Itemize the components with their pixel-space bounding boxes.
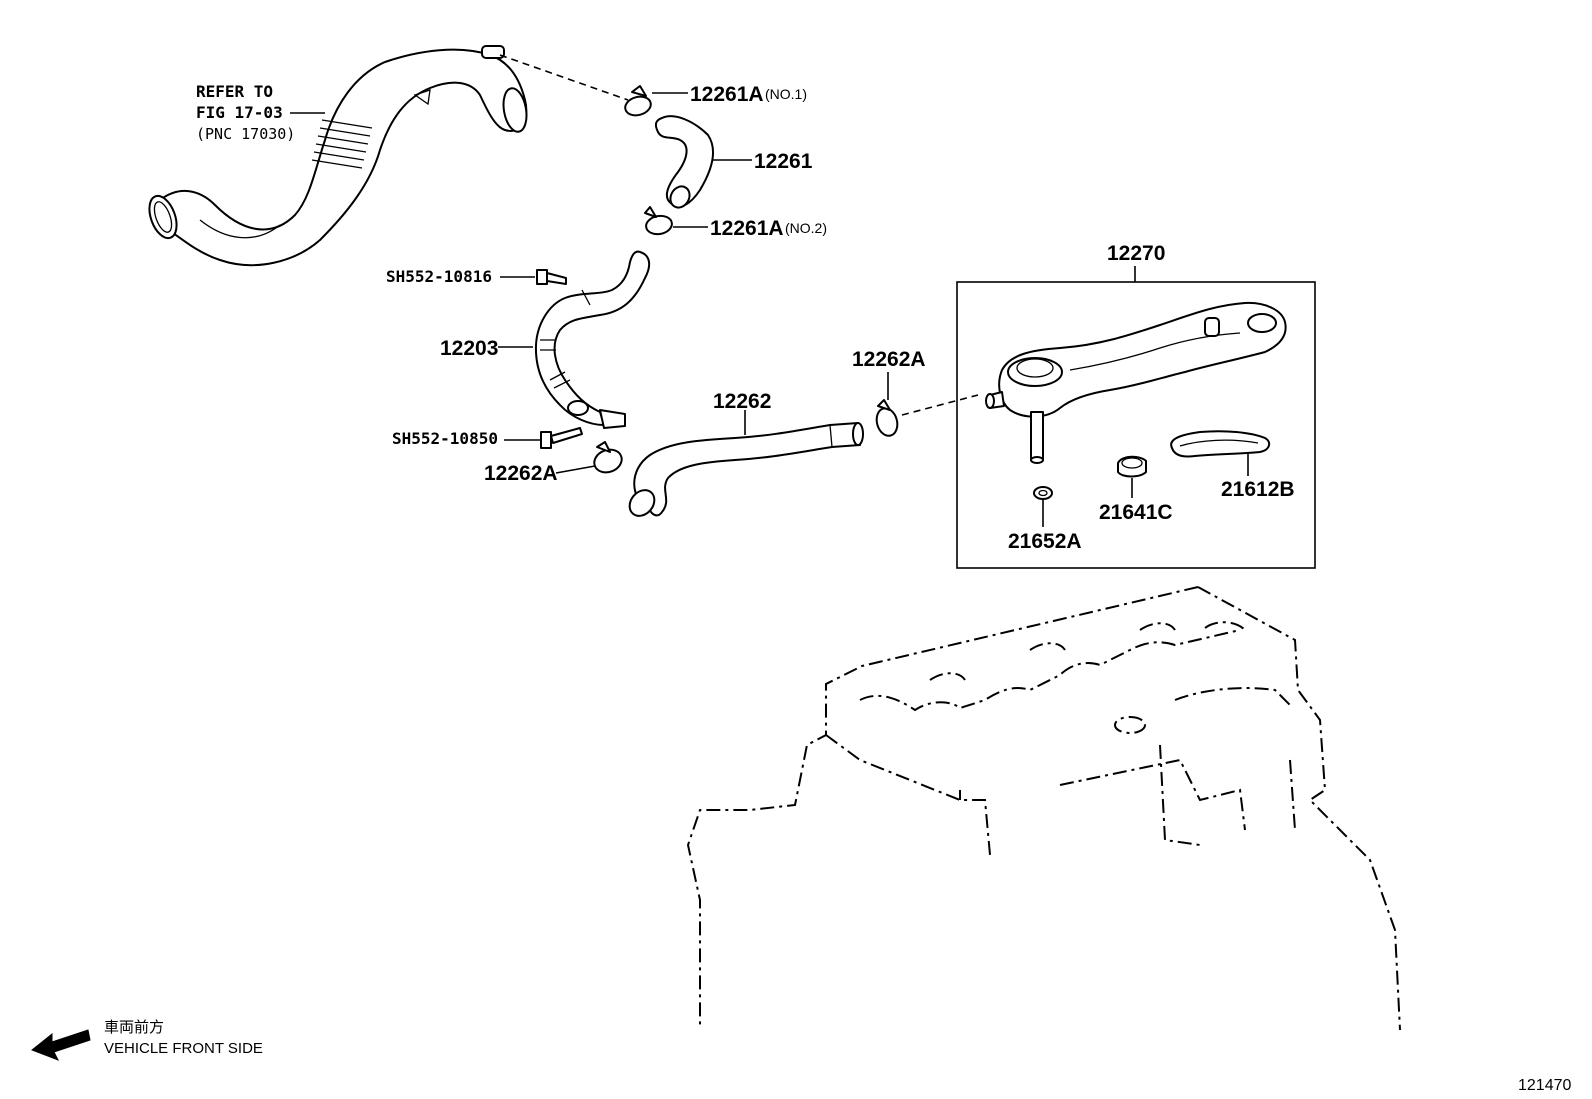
refer-note-line1: REFER TO (196, 82, 273, 101)
clamp-12261a-no1: 12261A (NO.1) (624, 83, 807, 117)
label-12203: 12203 (440, 337, 498, 360)
label-12270: 12270 (1107, 242, 1165, 265)
clamp-12262a-lower: 12262A (484, 441, 623, 485)
label-21641c: 21641C (1099, 501, 1173, 524)
hose-12261: 12261 (654, 115, 813, 209)
label-12261: 12261 (754, 150, 813, 173)
direction-english: VEHICLE FRONT SIDE (104, 1040, 263, 1057)
bolt-sh552-10850: SH552-10850 (392, 427, 583, 449)
label-12262a-upper: 12262A (852, 348, 926, 371)
assy-12270: 12270 21652A 21641C 21612B (956, 242, 1316, 569)
label-sh552-10850: SH552-10850 (392, 429, 498, 448)
refer-note-line3: (PNC 17030) (196, 125, 295, 143)
vehicle-front-indicator: 車両前方 VEHICLE FRONT SIDE (31, 1019, 263, 1061)
air-intake-duct (148, 45, 528, 267)
label-12261a-no2: 12261A (710, 217, 784, 240)
label-12262a-lower: 12262A (484, 462, 558, 485)
direction-japanese: 車両前方 (104, 1019, 164, 1036)
assy-12270-box (956, 281, 1316, 569)
oring-21652a (1033, 486, 1053, 500)
engine-block-phantom (686, 586, 1401, 1031)
label-12262: 12262 (713, 390, 771, 413)
leader-dashed-clamp-assy (901, 394, 979, 416)
refer-note: REFER TO FIG 17-03 (PNC 17030) (196, 82, 325, 143)
refer-note-line2: FIG 17-03 (196, 103, 283, 122)
clamp-12262a-upper: 12262A (852, 348, 926, 437)
seal-21641c (1117, 455, 1147, 478)
hose-12262: 12262 (628, 390, 864, 517)
gasket-21612b (1170, 430, 1271, 458)
pipe-12203: 12203 (440, 250, 651, 429)
clamp-12261a-no2: 12261A (NO.2) (644, 206, 827, 240)
label-12261a-no1-suffix: (NO.1) (765, 86, 807, 102)
figure-id: 121470 (1518, 1077, 1571, 1094)
label-sh552-10816: SH552-10816 (386, 267, 492, 286)
leader-dashed-duct-clamp (499, 54, 629, 101)
label-21612b: 21612B (1221, 478, 1295, 501)
label-12261a-no2-suffix: (NO.2) (785, 220, 827, 236)
front-arrow-icon (31, 1029, 91, 1061)
label-12261a-no1: 12261A (690, 83, 764, 106)
bolt-sh552-10816: SH552-10816 (386, 267, 567, 286)
label-21652a: 21652A (1008, 530, 1082, 553)
